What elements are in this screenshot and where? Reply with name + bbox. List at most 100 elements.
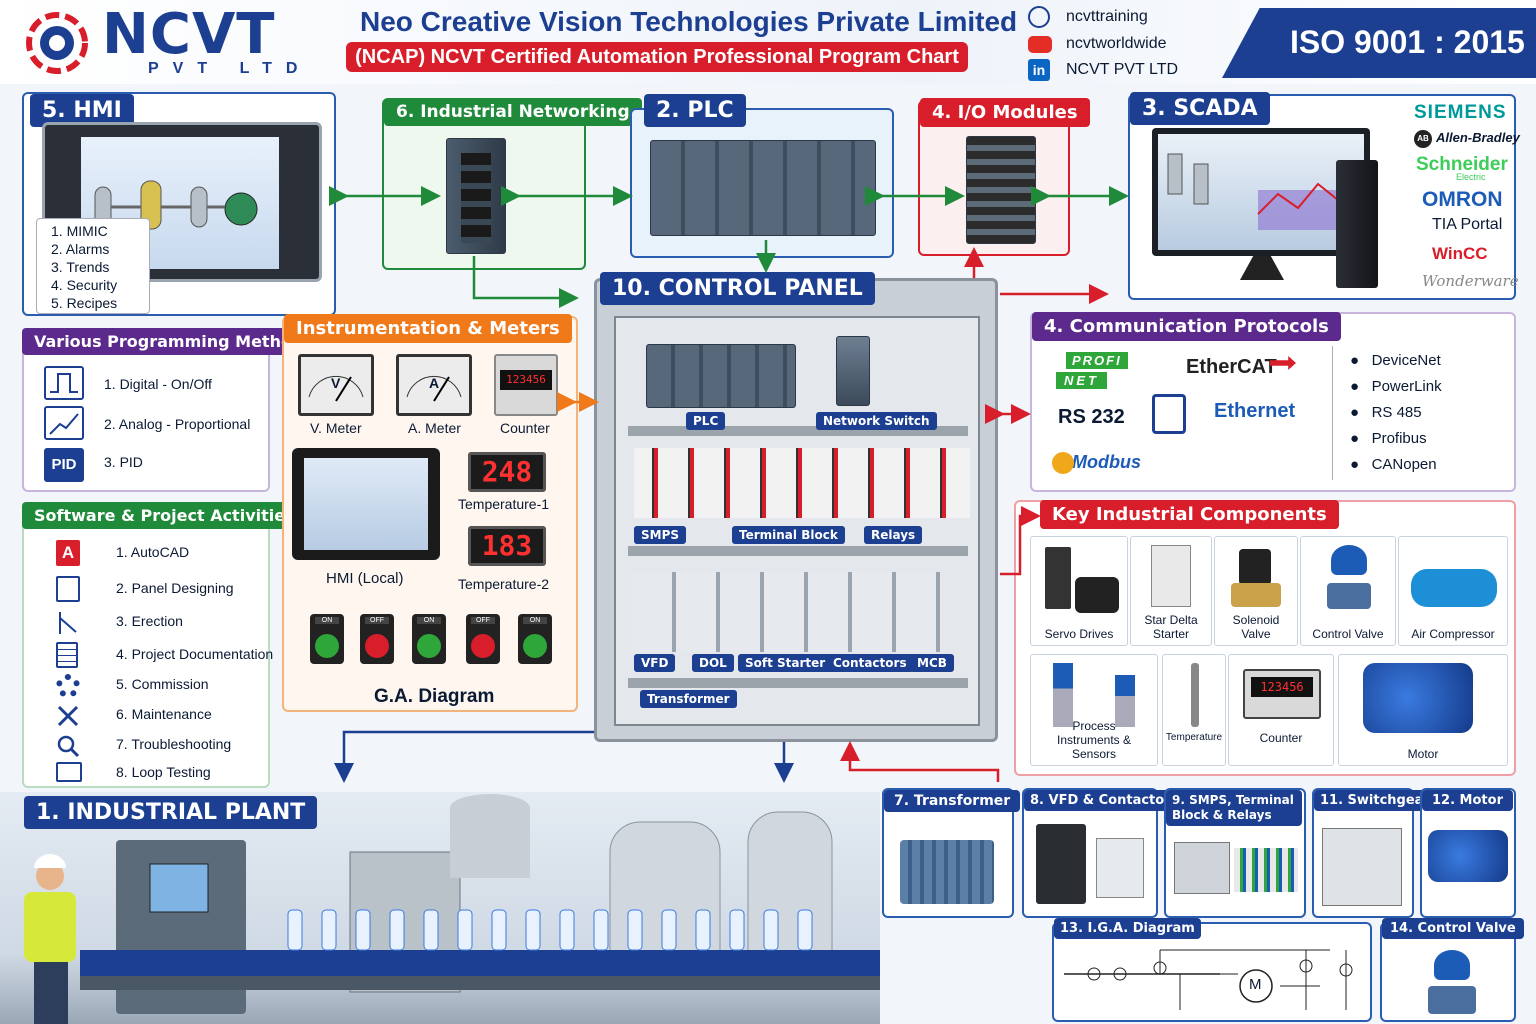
software-item: 5. Commission — [116, 676, 209, 692]
on-button[interactable]: ON — [310, 614, 344, 664]
panel-tag-dol[interactable]: DOL — [692, 654, 734, 672]
temperature-probe-image — [1191, 663, 1199, 727]
ga-diagram-label: G.A. Diagram — [374, 686, 495, 707]
iso-banner — [1222, 8, 1536, 78]
smps-image — [1174, 842, 1230, 894]
panel-breakers-row2 — [632, 572, 942, 652]
on-button[interactable]: ON — [412, 614, 446, 664]
globe-icon — [1028, 6, 1050, 28]
network-switch-image — [446, 138, 506, 254]
hmi-feature: 5. Recipes — [51, 295, 118, 311]
panel-tag-contactors[interactable]: Contactors — [826, 654, 914, 672]
program-title: (NCAP) NCVT Certified Automation Profess… — [346, 42, 968, 72]
tile-title: 7. Transformer — [884, 790, 1021, 812]
counter-device: 123456 — [494, 354, 558, 416]
panel-tag-smps[interactable]: SMPS — [634, 526, 687, 544]
digital-icon — [44, 366, 84, 400]
on-button[interactable]: ON — [518, 614, 552, 664]
control-valve-image — [1331, 545, 1367, 575]
component-solenoid-valve[interactable]: Solenoid Valve — [1214, 536, 1298, 646]
profinet-logo-text: NET — [1056, 372, 1107, 389]
component-control-valve[interactable]: Control Valve — [1300, 536, 1396, 646]
analog-icon — [44, 406, 84, 440]
protocol-item: ● Profibus — [1350, 430, 1427, 447]
compressor-image — [1411, 569, 1497, 607]
io-title: 4. I/O Modules — [920, 98, 1090, 127]
social-text: NCVT PVT LTD — [1066, 61, 1179, 78]
component-air-compressor[interactable]: Air Compressor — [1398, 536, 1508, 646]
tile-title: 9. SMPS, Terminal Block & Relays — [1166, 790, 1302, 826]
protocols-panel — [1030, 312, 1516, 492]
control-valve-tile-image — [1434, 950, 1470, 980]
component-label: Counter — [1259, 731, 1303, 745]
brand-wincc: WinCC — [1432, 244, 1488, 263]
hmi-feature: 1. MIMIC — [51, 223, 108, 239]
header: NCVT PVT LTD Neo Creative Vision Technol… — [0, 0, 1536, 84]
programming-item: 3. PID — [104, 454, 143, 470]
button-text: ON — [523, 617, 547, 624]
off-button[interactable]: OFF — [360, 614, 394, 664]
rs232-label: RS 232 — [1058, 406, 1125, 428]
brand-schneider-sub: Electric — [1456, 172, 1486, 182]
software-item: 4. Project Documentation — [116, 646, 274, 662]
voltmeter-letter: V — [331, 375, 341, 391]
servo-motor-image — [1075, 577, 1119, 613]
component-label: Solenoid Valve — [1232, 613, 1280, 641]
hmi-feature: 4. Security — [51, 277, 118, 293]
control-valve-tile-body — [1428, 986, 1476, 1014]
io-module-image — [966, 136, 1036, 244]
panel-tag-plc[interactable]: PLC — [686, 412, 726, 430]
ethernet-label: Ethernet — [1214, 400, 1296, 422]
autocad-icon: A — [56, 540, 80, 566]
button-text: ON — [315, 617, 339, 624]
contactor-image — [1096, 838, 1144, 898]
panel-tag-vfd[interactable]: VFD — [634, 654, 676, 672]
panel-tag-relays[interactable]: Relays — [864, 526, 923, 544]
instrument-label: HMI (Local) — [326, 570, 404, 587]
linkedin-icon: in — [1028, 59, 1050, 81]
temperature-1-display: 248 — [468, 452, 546, 492]
component-temperature[interactable]: Temperature — [1162, 654, 1226, 766]
component-motor[interactable]: Motor — [1338, 654, 1508, 766]
component-label: Control Valve — [1312, 627, 1384, 641]
brand-ab-icon: AB — [1414, 130, 1432, 148]
panel-tag-transformer[interactable]: Transformer — [640, 690, 737, 708]
off-button[interactable]: OFF — [466, 614, 500, 664]
software-title: Software & Project Activities — [22, 502, 307, 529]
starter-image — [1151, 545, 1191, 607]
scada-title: 3. SCADA — [1130, 92, 1270, 125]
profinet-logo-text: PROFI — [1066, 352, 1128, 369]
button-text: OFF — [471, 617, 495, 624]
pid-icon: PID — [44, 448, 84, 482]
component-star-delta-starter[interactable]: Star Delta Starter — [1130, 536, 1212, 646]
counter-display: 123456 — [1251, 677, 1313, 697]
tile-title: 8. VFD & Contactors — [1024, 790, 1185, 811]
software-item: 6. Maintenance — [116, 706, 212, 722]
panel-tag-mcb[interactable]: MCB — [910, 654, 954, 672]
brand-schneider: Schneider — [1416, 154, 1508, 175]
component-counter[interactable]: 123456 Counter — [1228, 654, 1334, 766]
panel-tag-soft-starter[interactable]: Soft Starter — [738, 654, 833, 672]
protocol-divider — [1332, 346, 1333, 480]
panel-tag-network-switch[interactable]: Network Switch — [816, 412, 937, 430]
panel-design-icon — [56, 576, 80, 602]
instrument-label: A. Meter — [408, 420, 461, 436]
panel-breakers-row1 — [634, 448, 970, 518]
document-icon — [56, 642, 78, 668]
brand-siemens: SIEMENS — [1414, 102, 1507, 123]
panel-plc-image — [646, 344, 796, 408]
component-process-instruments[interactable]: Process Instruments & Sensors — [1030, 654, 1158, 766]
solenoid-image — [1239, 549, 1271, 585]
vfd-image — [1036, 824, 1086, 904]
temperature-2-display: 183 — [468, 526, 546, 566]
terminal-block-image — [1234, 848, 1298, 892]
component-servo-drives[interactable]: Servo Drives — [1030, 536, 1128, 646]
component-label: Air Compressor — [1411, 627, 1495, 641]
button-text: OFF — [365, 617, 389, 624]
panel-tag-terminal-block[interactable]: Terminal Block — [732, 526, 845, 544]
tile-title: 13. I.G.A. Diagram — [1054, 918, 1201, 939]
motor-image — [1363, 663, 1473, 733]
instrumentation-title: Instrumentation & Meters — [284, 314, 572, 343]
logo-text: NCVT — [102, 2, 276, 67]
software-item: 7. Troubleshooting — [116, 736, 232, 752]
